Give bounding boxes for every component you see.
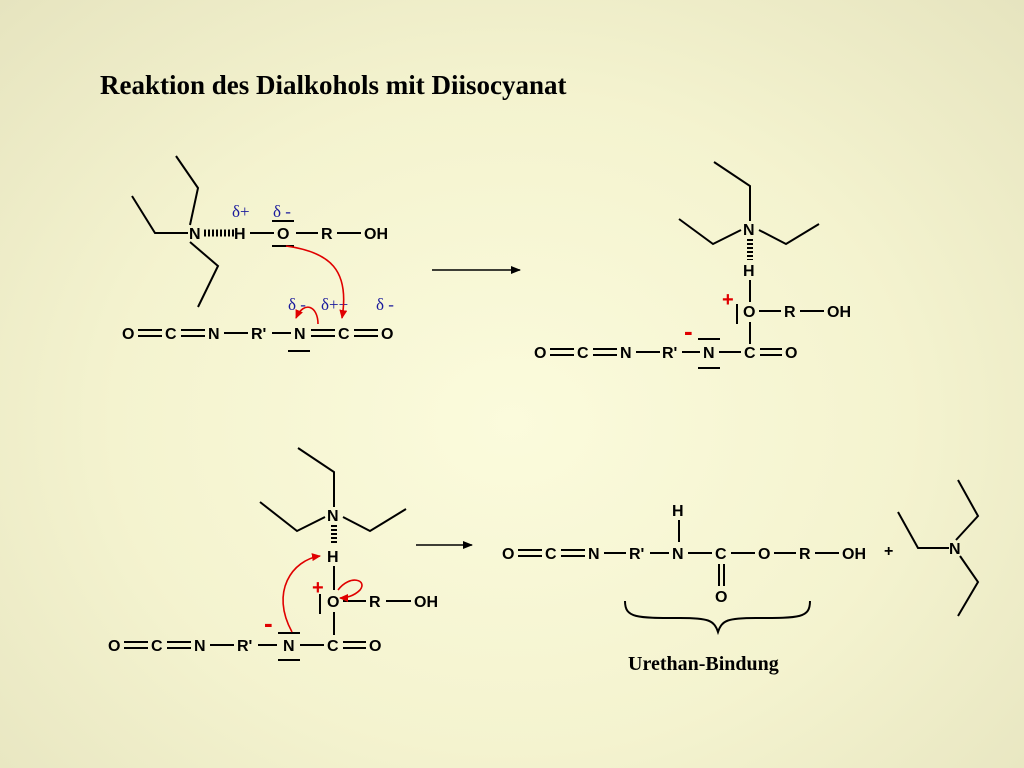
- atom-oh: OH: [364, 226, 388, 243]
- atom-r: R: [321, 226, 333, 243]
- atom-r: R: [799, 546, 811, 563]
- atom-o: O: [502, 546, 514, 563]
- atom-o: O: [369, 638, 381, 655]
- atom-o: O: [381, 326, 393, 343]
- atom-n: N: [208, 326, 220, 343]
- step1-reactants: N H O R OH δ+ δ - O C N R' N C O δ -: [122, 155, 394, 352]
- step3-proton-transfer: N H + O R OH O C N R' - N C O: [108, 447, 438, 661]
- atom-c: C: [545, 546, 557, 563]
- page-title: Reaktion des Dialkohols mit Diisocyanat: [100, 70, 567, 100]
- ethyl-bond: [259, 501, 326, 533]
- atom-n: N: [949, 541, 961, 558]
- atom-n: N: [743, 222, 755, 239]
- atom-h: H: [672, 503, 684, 520]
- plus-sign: +: [884, 543, 893, 560]
- atom-n: N: [620, 345, 632, 362]
- ethyl-bond: [955, 479, 980, 541]
- ethyl-bond: [175, 155, 200, 226]
- atom-oh: OH: [414, 594, 438, 611]
- atom-n: N: [283, 638, 295, 655]
- positive-charge: +: [312, 577, 324, 599]
- atom-o: O: [758, 546, 770, 563]
- atom-r-prime: R': [237, 638, 252, 655]
- step4-urethane-product: H O C N R' N C O R OH O + N Urethan-Bind…: [502, 479, 980, 675]
- atom-o: O: [122, 326, 134, 343]
- atom-n: N: [294, 326, 306, 343]
- atom-oh: OH: [842, 546, 866, 563]
- atom-c: C: [165, 326, 177, 343]
- electron-flow-arrow: [282, 553, 321, 633]
- brace: [624, 600, 811, 636]
- partial-charge-minus: δ -: [273, 202, 291, 221]
- atom-c: C: [744, 345, 756, 362]
- atom-h: H: [234, 226, 246, 243]
- atom-o: O: [534, 345, 546, 362]
- atom-o: O: [327, 594, 339, 611]
- atom-o: O: [743, 304, 755, 321]
- atom-o: O: [785, 345, 797, 362]
- atom-o: O: [277, 226, 289, 243]
- ethyl-bond: [189, 241, 220, 308]
- atom-n: N: [327, 508, 339, 525]
- ethyl-bond: [897, 511, 949, 549]
- atom-o: O: [108, 638, 120, 655]
- ethyl-bond: [713, 161, 751, 221]
- atom-h: H: [327, 549, 339, 566]
- ethyl-bond: [342, 508, 407, 533]
- atom-c: C: [327, 638, 339, 655]
- atom-n: N: [703, 345, 715, 362]
- ethyl-bond: [297, 447, 335, 507]
- partial-charge-minus: δ -: [376, 295, 394, 314]
- atom-oh: OH: [827, 304, 851, 321]
- ethyl-bond: [758, 223, 820, 246]
- atom-c: C: [151, 638, 163, 655]
- ethyl-bond: [957, 555, 980, 617]
- ethyl-bond: [678, 218, 742, 246]
- negative-charge: -: [684, 316, 693, 346]
- electron-flow-arrow: [285, 245, 348, 319]
- atom-n: N: [194, 638, 206, 655]
- partial-charge-plusplus: δ++: [321, 295, 348, 314]
- urethane-bond-caption: Urethan-Bindung: [628, 653, 779, 675]
- atom-r-prime: R': [251, 326, 266, 343]
- atom-h: H: [743, 263, 755, 280]
- electron-flow-arrow: [295, 306, 319, 325]
- atom-r-prime: R': [662, 345, 677, 362]
- atom-n: N: [588, 546, 600, 563]
- atom-n: N: [189, 226, 201, 243]
- step2-intermediate: N H + O R OH O C N R' - N C O: [534, 161, 851, 369]
- atom-r: R: [369, 594, 381, 611]
- positive-charge: +: [722, 289, 734, 311]
- atom-c: C: [577, 345, 589, 362]
- partial-charge-plus: δ+: [232, 202, 250, 221]
- electron-flow-arrow: [337, 579, 363, 602]
- atom-o: O: [715, 589, 727, 606]
- negative-charge: -: [264, 608, 273, 638]
- atom-r: R: [784, 304, 796, 321]
- ethyl-bond: [131, 195, 188, 234]
- atom-n: N: [672, 546, 684, 563]
- atom-c: C: [338, 326, 350, 343]
- partial-charge-minus: δ -: [288, 295, 306, 314]
- atom-r-prime: R': [629, 546, 644, 563]
- atom-c: C: [715, 546, 727, 563]
